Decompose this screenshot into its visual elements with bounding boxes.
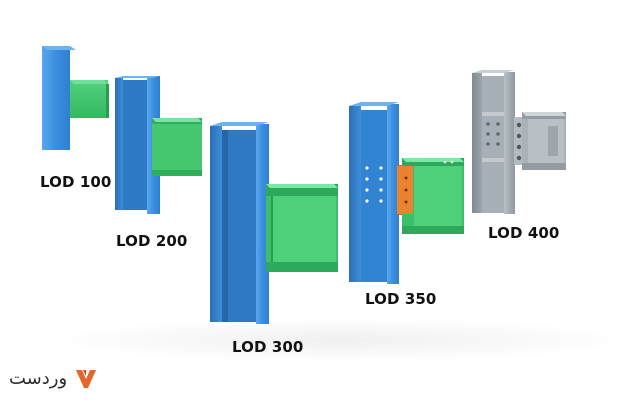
lod100-column bbox=[42, 46, 70, 150]
lod350-bolts bbox=[365, 166, 383, 203]
brand-name: وردست bbox=[9, 368, 68, 389]
lod100-beam bbox=[70, 80, 108, 118]
brand-mark-icon bbox=[76, 370, 97, 388]
label-lod400: LOD 400 bbox=[488, 224, 560, 242]
lod300-column-flange-front bbox=[256, 124, 269, 324]
lod200-column-flange-back bbox=[115, 78, 123, 210]
lod300-model bbox=[210, 122, 338, 324]
lod400-bolts bbox=[486, 122, 500, 146]
lod350-model bbox=[349, 102, 464, 284]
label-lod350: LOD 350 bbox=[365, 290, 437, 308]
lod100-model bbox=[42, 46, 109, 150]
lod350-column-web bbox=[361, 110, 387, 282]
label-lod300: LOD 300 bbox=[232, 338, 304, 356]
label-lod200: LOD 200 bbox=[116, 232, 188, 250]
brand-logo: وردست bbox=[9, 367, 98, 391]
lod400-column-flange-back bbox=[472, 73, 482, 213]
floor-shadow bbox=[40, 318, 628, 362]
lod350-column-flange-front bbox=[387, 104, 399, 284]
lod400-model bbox=[472, 70, 566, 214]
lod100-column-top bbox=[42, 46, 76, 50]
lod400-end-plate bbox=[514, 117, 524, 165]
lod200-model bbox=[115, 76, 202, 214]
label-lod100: LOD 100 bbox=[40, 173, 112, 191]
lod400-column-web bbox=[482, 76, 504, 213]
lod300-column-flange-back bbox=[210, 126, 222, 322]
lod200-column-web bbox=[123, 80, 147, 210]
lod400-column-flange-front bbox=[504, 72, 515, 214]
lod350-column-flange-back bbox=[349, 106, 361, 282]
lod100-beam-top bbox=[70, 80, 108, 84]
